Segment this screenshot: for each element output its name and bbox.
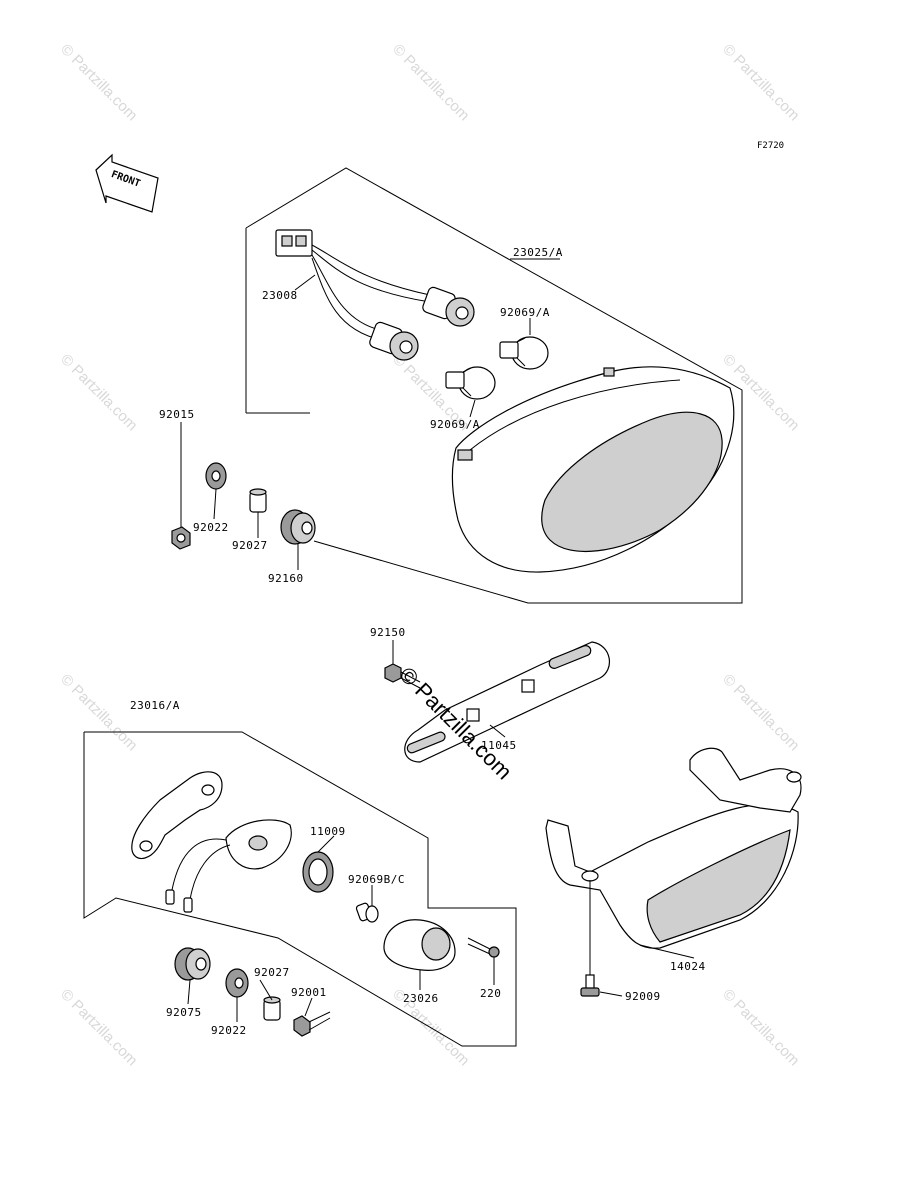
bulb-92069a-top: [499, 336, 549, 370]
watermark: © Partzilla.com: [57, 986, 140, 1069]
label-92075: 92075: [166, 1006, 202, 1019]
washer-92022-top: [205, 462, 227, 490]
license-light-group-frame: [83, 731, 517, 1047]
label-14024: 14024: [670, 960, 706, 973]
watermark: © Partzilla.com: [719, 671, 802, 754]
bracket-11045: [404, 641, 610, 763]
figure-code: F2720: [757, 141, 784, 151]
collar-92027-bottom: [263, 996, 281, 1021]
label-92001: 92001: [291, 986, 327, 999]
label-92027-top: 92027: [232, 539, 268, 552]
taillight-housing: [451, 366, 735, 573]
screw-220: [467, 937, 500, 958]
label-92150: 92150: [370, 626, 406, 639]
collar-92027-top: [249, 488, 267, 513]
part-labels: 23025/A 23008 92069/A 92069/A 92015 9202…: [130, 246, 706, 1037]
watermark: © Partzilla.com: [719, 41, 802, 124]
label-23008: 23008: [262, 289, 298, 302]
label-92009: 92009: [625, 990, 661, 1003]
wiring-harness-23008: [275, 229, 475, 361]
label-92027-bottom: 92027: [254, 966, 290, 979]
label-92015: 92015: [159, 408, 195, 421]
watermark: © Partzilla.com: [57, 351, 140, 434]
label-11045: 11045: [481, 739, 517, 752]
front-arrow-icon: FRONT: [95, 153, 159, 213]
label-23025a: 23025/A: [513, 246, 563, 259]
watermark: © Partzilla.com: [719, 986, 802, 1069]
label-11009: 11009: [310, 825, 346, 838]
bulb-92069a-bottom: [445, 366, 496, 400]
watermark: © Partzilla.com: [57, 41, 140, 124]
label-92022-top: 92022: [193, 521, 229, 534]
label-92069a-bottom: 92069/A: [430, 418, 480, 431]
watermark: © Partzilla.com: [57, 671, 140, 754]
leader-lines: [180, 258, 695, 1022]
taillight-group-frame: [245, 167, 743, 604]
license-light-socket: [165, 819, 292, 913]
grommet-92160: [280, 509, 316, 545]
washer-92022-bottom: [225, 968, 249, 998]
bulb-92069bc: [355, 902, 379, 923]
label-23016a: 23016/A: [130, 699, 180, 712]
label-92160: 92160: [268, 572, 304, 585]
license-light-bracket: [131, 771, 223, 860]
label-92022-bottom: 92022: [211, 1024, 247, 1037]
label-23026: 23026: [403, 992, 439, 1005]
label-92069bc: 92069B/C: [348, 873, 405, 886]
label-220: 220: [480, 987, 501, 1000]
lens-23026: [383, 919, 456, 971]
cover-14024: [545, 747, 802, 949]
seal-11009: [302, 851, 334, 893]
bolt-92009: [580, 974, 600, 997]
bolt-92001: [293, 1011, 331, 1037]
grommet-92075: [174, 947, 211, 981]
nut-92015: [171, 526, 191, 550]
watermark: © Partzilla.com: [389, 41, 472, 124]
label-92069a-top: 92069/A: [500, 306, 550, 319]
